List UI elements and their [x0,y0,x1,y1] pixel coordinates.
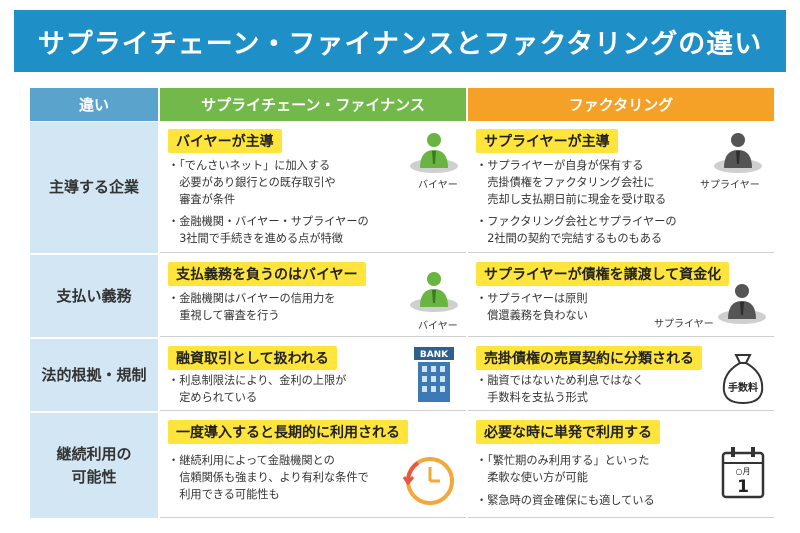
row-label-line: 可能性 [71,467,117,486]
supplier-person-icon [714,133,762,173]
bullet-line: ・利息制限法により、金利の上限が [168,374,347,387]
bullet-line: 柔軟な使い方が可能 [476,470,588,484]
bullet-line: 3社間で手続きを進める点が特徴 [168,232,343,246]
cell-scf-continuity: 一度導入すると長期的に利用される ・継続利用によって金融機関との 信頼関係も強ま… [160,413,466,518]
highlight-text: 融資取引として扱われる [168,346,337,370]
bullet-line: 審査が条件 [168,192,236,206]
calendar-day: 1 [737,477,749,497]
cell-scf-payment: 支払義務を負うのはバイヤー ・金融機関はバイヤーの信用力を 重視して審査を行う … [160,255,466,337]
bullet-line: 売掛債権をファクタリング会社に [476,175,655,189]
bullet-list: ・サプライヤーは原則 償還義務を負わない [476,291,588,325]
buyer-label: バイヤー [418,180,458,191]
page-title: サプライチェーン・ファイナンスとファクタリングの違い [14,10,786,72]
supplier-label: サプライヤー [700,180,760,191]
bullet-line: ・金融機関・バイヤー・サプライヤーの [168,215,369,229]
bullet-list: ・サプライヤーが自身が保有する 売掛債権をファクタリング会社に 売却し支払期日前… [476,158,677,248]
bank-sign: BANK [420,350,449,360]
row-label-continuity: 継続利用の 可能性 [30,413,158,518]
cell-factoring-legal: 売掛債権の売買契約に分類される ・融資ではないため利息ではなく 手数料を支払う形… [468,339,774,411]
highlight-text: サプライヤーが主導 [476,129,618,153]
highlight-text: バイヤーが主導 [168,129,282,153]
buyer-label: バイヤー [418,321,458,332]
highlight-text: 売掛債権の売買契約に分類される [476,346,702,370]
bullet-line: 売却し支払期日前に現金を受け取る [476,192,667,206]
cell-scf-legal: 融資取引として扱われる ・利息制限法により、金利の上限が 定められている BAN… [160,339,466,411]
bullet-list: ・利息制限法により、金利の上限が 定められている [168,373,346,407]
highlight-text: 支払義務を負うのはバイヤー [168,262,366,286]
row-label-legal: 法的根拠・規制 [30,339,158,411]
cell-factoring-continuity: 必要な時に単発で利用する ・「繁忙期のみ利用する」といった 柔軟な使い方が可能 … [468,413,774,518]
bullet-line: ・「でんさいネット」に加入する [168,159,331,172]
bullet-line: 手数料を支払う形式 [476,390,588,404]
cell-factoring-leader: サプライヤーが主導 ・サプライヤーが自身が保有する 売掛債権をファクタリング会社… [468,122,774,253]
bullet-line: ・サプライヤーが自身が保有する [476,159,644,172]
bullet-line: ・継続利用によって金融機関との [168,454,335,467]
header-factoring: ファクタリング [468,88,774,121]
supplier-label: サプライヤー [654,319,714,330]
bullet-line: 2社間の契約で完結するものもある [476,232,663,246]
bullet-list: ・継続利用によって金融機関との 信頼関係も強まり、より有利な条件で 利用できる可… [168,453,369,503]
supplier-person-icon [718,284,766,324]
bullet-line: 利用できる可能性も [168,487,280,501]
cell-scf-leader: バイヤーが主導 ・「でんさいネット」に加入する 必要があり銀行との既存取引や 審… [160,122,466,253]
buyer-person-icon [410,272,458,312]
bullet-line: ・ファクタリング会社とサプライヤーの [476,215,677,229]
calendar-month: ○月 [736,467,751,476]
bullet-line: ・「繁忙期のみ利用する」といった [476,454,650,467]
row-label-line: 継続利用の [56,445,132,463]
bullet-line: ・融資ではないため利息ではなく [476,374,644,387]
bullet-line: 重視して審査を行う [168,308,280,322]
bullet-line: ・サプライヤーは原則 [476,292,588,305]
money-bag-icon: 手数料 [722,354,764,405]
bullet-line: ・緊急時の資金確保にも適している [476,493,655,507]
cell-factoring-payment: サプライヤーが債権を譲渡して資金化 ・サプライヤーは原則 償還義務を負わない サ… [468,255,774,337]
bullet-line: 信頼関係も強まり、より有利な条件で [168,470,369,484]
bullet-line: ・金融機関はバイヤーの信用力を [168,292,336,305]
calendar-icon: ○月 1 [721,447,765,499]
row-label-payment: 支払い義務 [30,255,158,337]
row-label-leader: 主導する企業 [30,122,158,253]
bullet-list: ・「繁忙期のみ利用する」といった 柔軟な使い方が可能 ・緊急時の資金確保にも適し… [476,453,655,509]
buyer-person-icon [410,133,458,173]
bullet-line: 必要があり銀行との既存取引や [168,175,336,189]
bullet-list: ・融資ではないため利息ではなく 手数料を支払う形式 [476,373,644,407]
bullet-line: 償還義務を負わない [476,308,588,322]
header-label: 違い [30,88,158,121]
bullet-list: ・金融機関はバイヤーの信用力を 重視して審査を行う [168,291,335,325]
bullet-line: 定められている [168,390,258,404]
clock-refresh-icon [402,457,454,505]
header-scf: サプライチェーン・ファイナンス [160,88,466,121]
highlight-text: 必要な時に単発で利用する [476,420,660,444]
bank-building-icon: BANK [414,347,454,402]
bullet-list: ・「でんさいネット」に加入する 必要があり銀行との既存取引や 審査が条件 ・金融… [168,158,369,248]
highlight-text: 一度導入すると長期的に利用される [168,420,408,444]
highlight-text: サプライヤーが債権を譲渡して資金化 [476,262,730,286]
fee-label: 手数料 [728,381,758,394]
